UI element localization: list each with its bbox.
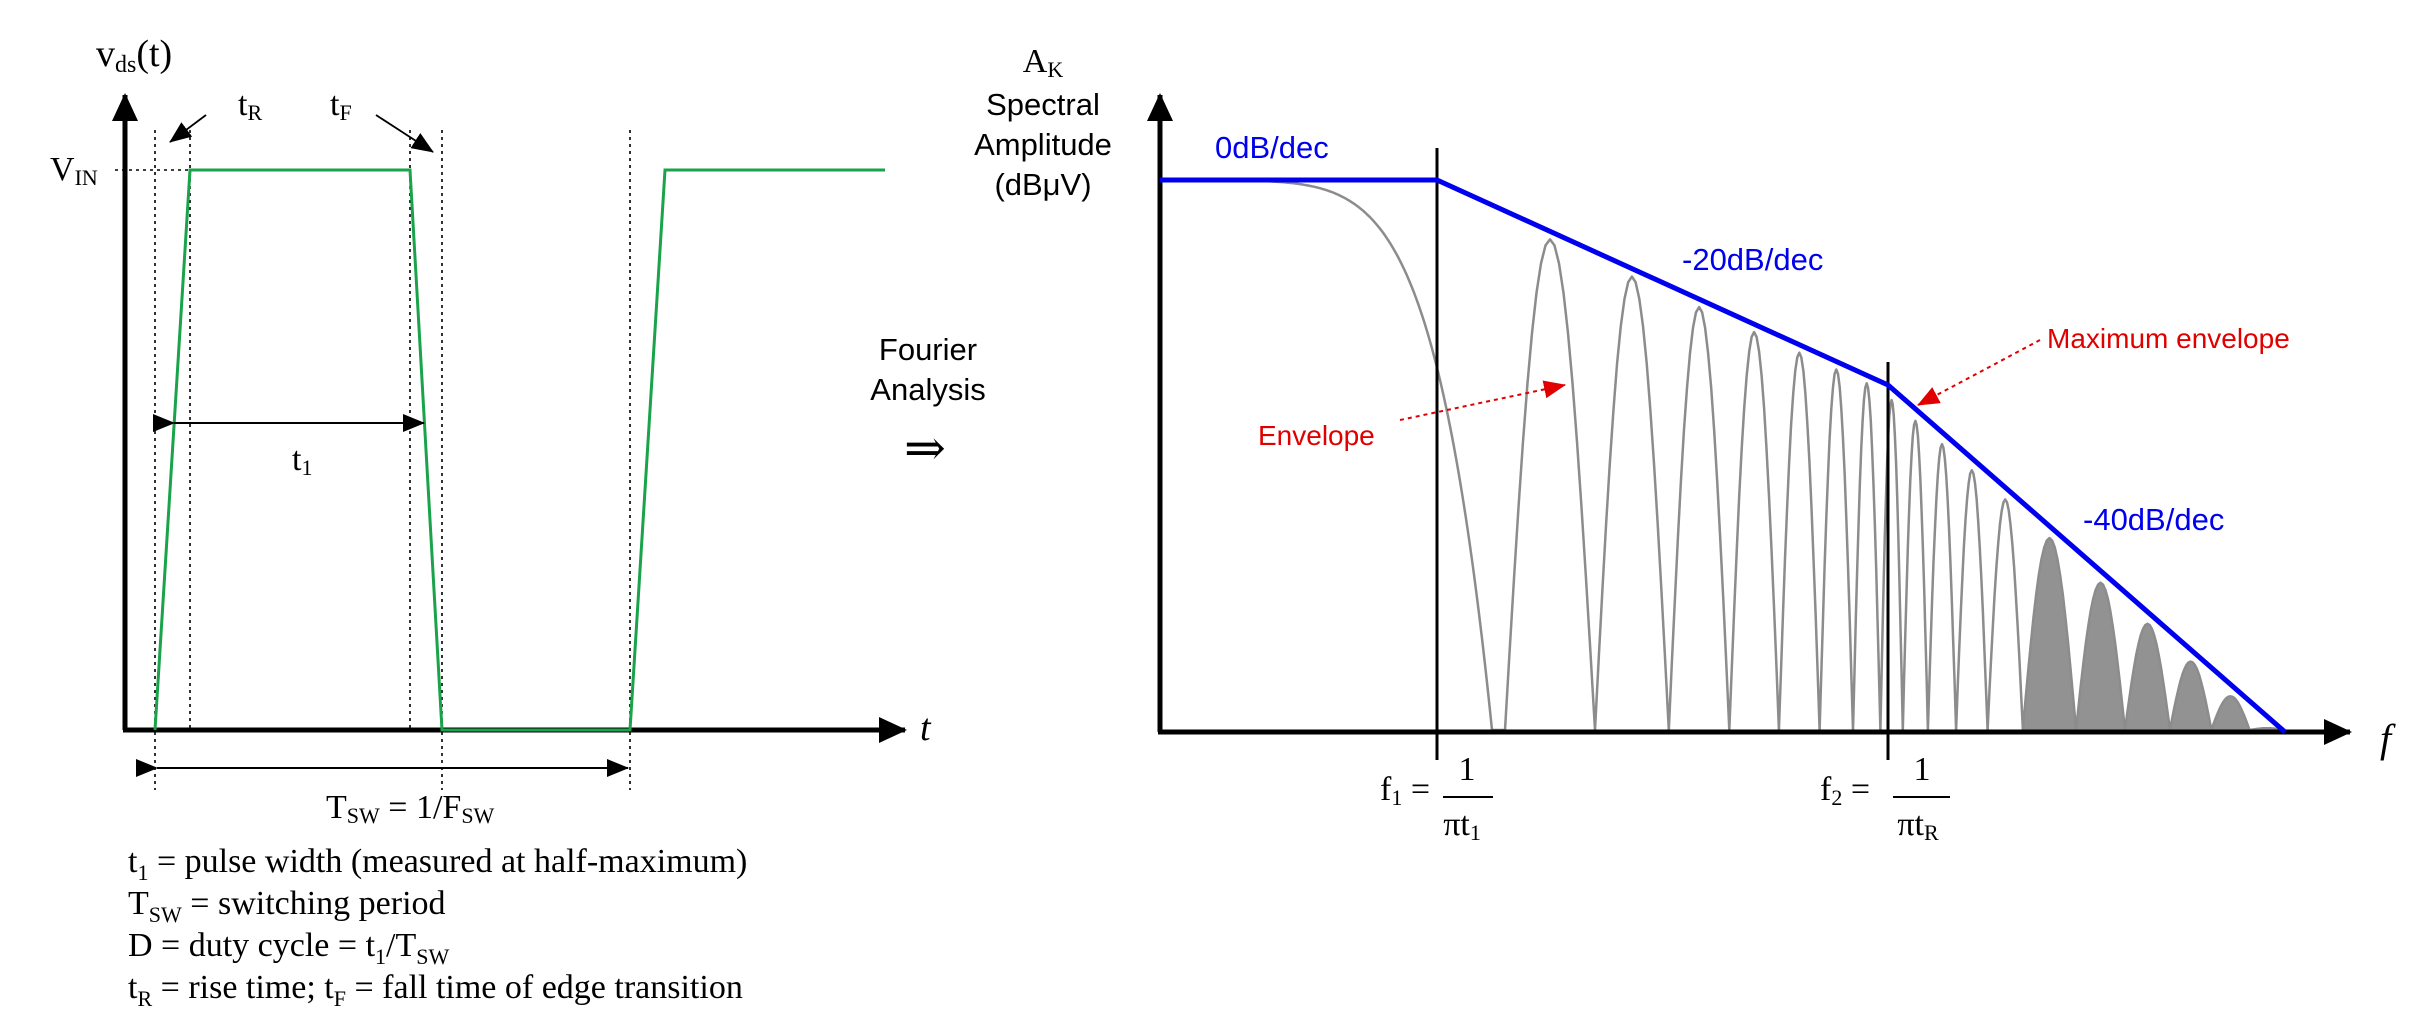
rise-time-pointer (169, 114, 207, 143)
f1-formula: f1 = 1 πt1 (1380, 751, 1493, 845)
slope-0db-label: 0dB/dec (1215, 130, 1329, 165)
definition-switching-period: TSW = switching period (128, 885, 446, 927)
time-x-label: t (920, 707, 932, 749)
harmonic-spectrum-fill (2022, 538, 2285, 730)
envelope-pointer (1399, 380, 1566, 421)
svg-text:f2 =: f2 = (1820, 771, 1870, 810)
pulse-width-label: t1 (292, 441, 312, 480)
slope-20db-label: -20dB/dec (1682, 242, 1823, 277)
f2-formula: f2 = 1 πtR (1820, 751, 1950, 845)
spectrum-plot: 0dB/dec -20dB/dec -40dB/dec AK Spectral … (974, 43, 2396, 845)
implies-arrow-icon: ⇒ (904, 420, 946, 476)
spectrum-y-label-line4: (dBμV) (994, 167, 1091, 202)
svg-text:πtR: πtR (1897, 806, 1939, 845)
rise-time-label: tR (238, 86, 262, 125)
spectrum-y-label-line2: Spectral (986, 87, 1100, 122)
svg-text:1: 1 (1914, 751, 1931, 788)
definition-duty-cycle: D = duty cycle = t1/TSW (128, 927, 450, 969)
max-envelope-label: Maximum envelope (2047, 323, 2290, 354)
vin-label: VIN (50, 151, 98, 190)
svg-text:f1 =: f1 = (1380, 771, 1430, 810)
fall-time-label: tF (330, 86, 352, 125)
svg-text:1: 1 (1459, 751, 1476, 788)
spectrum-y-label-line3: Amplitude (974, 127, 1112, 162)
envelope-label: Envelope (1258, 420, 1375, 451)
definition-pulse-width: t1 = pulse width (measured at half-maxim… (128, 843, 748, 885)
fourier-label-line1: Fourier (879, 332, 977, 367)
svg-text:πt1: πt1 (1443, 806, 1481, 845)
time-y-label: vds(t) (96, 33, 172, 78)
time-guides (115, 130, 631, 790)
pulse-waveform (153, 168, 885, 732)
definition-rise-fall-time: tR = rise time; tF = fall time of edge t… (128, 969, 743, 1011)
fall-time-pointer (375, 114, 434, 153)
fourier-label-line2: Analysis (870, 372, 985, 407)
spectrum-y-label-symbol: AK (1023, 43, 1064, 82)
spectrum-x-label: f (2380, 716, 2396, 761)
slope-40db-label: -40dB/dec (2083, 502, 2224, 537)
fourier-transform-marker: Fourier Analysis ⇒ (870, 332, 985, 476)
harmonic-spectrum-curve (1160, 178, 2285, 732)
time-domain-plot: vds(t) t VIN tR tF t1 TSW = 1/FSW (50, 33, 932, 828)
envelope-asymptotes (1160, 177, 2287, 734)
period-label: TSW = 1/FSW (326, 789, 495, 828)
max-envelope-pointer (1917, 339, 2041, 406)
